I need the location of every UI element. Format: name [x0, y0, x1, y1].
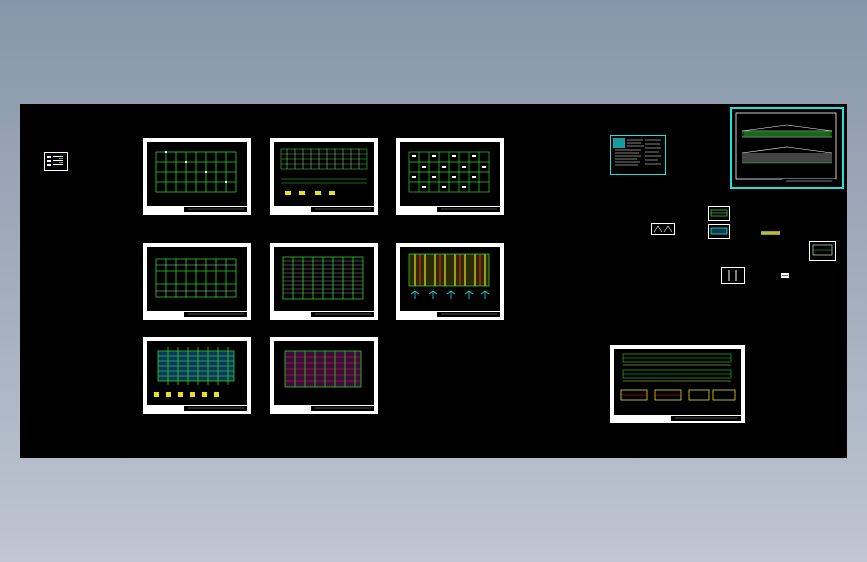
notes-sheet-drawing: [613, 138, 661, 166]
drawing-sheet-3[interactable]: [396, 138, 504, 215]
sheet-7-drawing: [147, 341, 247, 411]
notes-sheet[interactable]: [610, 135, 666, 175]
detail-block-6-drawing: [722, 268, 744, 283]
sheet-5-drawing: [274, 247, 374, 317]
detail-block-2-drawing: [709, 207, 729, 220]
detail-block-4[interactable]: [761, 230, 780, 236]
sheet-2-drawing: [274, 142, 374, 212]
sheet-9-drawing: [735, 112, 837, 184]
legend-block[interactable]: [44, 152, 68, 171]
detail-block-6[interactable]: [721, 267, 745, 284]
legend-drawing: [47, 156, 63, 166]
sheet-10-drawing: [614, 349, 741, 421]
detail-block-2[interactable]: [708, 206, 730, 221]
detail-block-7-drawing: [781, 273, 789, 278]
sheet-8-drawing: [274, 341, 374, 411]
sheet-4-drawing: [147, 247, 247, 317]
sheet-6-drawing: [400, 247, 500, 317]
detail-block-3[interactable]: [708, 224, 730, 239]
detail-block-4-drawing: [761, 231, 780, 235]
drawing-sheet-8[interactable]: [270, 337, 378, 414]
detail-block-7[interactable]: [781, 273, 789, 278]
sheet-3-drawing: [400, 142, 500, 212]
detail-block-3-drawing: [709, 225, 729, 238]
detail-block-1[interactable]: [651, 223, 675, 235]
drawing-sheet-1[interactable]: [143, 138, 251, 215]
drawing-sheet-6[interactable]: [396, 243, 504, 320]
drawing-sheet-7[interactable]: [143, 337, 251, 414]
detail-block-1-drawing: [652, 224, 674, 234]
drawing-sheet-2[interactable]: [270, 138, 378, 215]
drawing-canvas[interactable]: [20, 104, 847, 458]
drawing-sheet-10[interactable]: [610, 345, 745, 423]
sheet-1-drawing: [147, 142, 247, 212]
drawing-sheet-5[interactable]: [270, 243, 378, 320]
drawing-sheet-4[interactable]: [143, 243, 251, 320]
detail-block-5[interactable]: [809, 241, 836, 261]
drawing-sheet-9[interactable]: [730, 107, 844, 189]
detail-block-5-drawing: [810, 242, 835, 260]
